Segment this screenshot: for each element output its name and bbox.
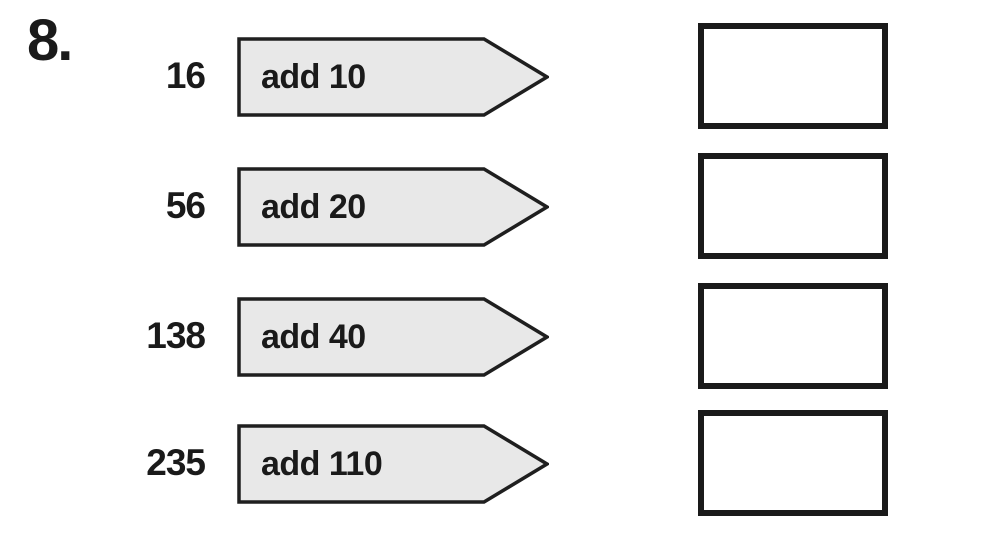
arrow-right-icon <box>237 297 549 377</box>
arrow-right-icon <box>237 167 549 247</box>
operation-label: add 110 <box>261 444 383 483</box>
start-number: 56 <box>165 185 206 226</box>
answer-box[interactable] <box>698 283 888 389</box>
worksheet-row: 235 add 110 <box>0 410 1000 516</box>
answer-box[interactable] <box>698 410 888 516</box>
start-number: 138 <box>146 315 206 356</box>
operation-label: add 40 <box>261 317 366 356</box>
question-number: 8. <box>27 8 73 73</box>
arrow-right-icon <box>237 424 549 504</box>
arrow-right-icon <box>237 37 549 117</box>
worksheet-row: 16 add 10 <box>0 23 1000 129</box>
start-number: 16 <box>165 55 206 96</box>
operation-arrow: add 40 <box>237 297 549 377</box>
operation-arrow: add 10 <box>237 37 549 117</box>
worksheet-row: 56 add 20 <box>0 153 1000 259</box>
operation-arrow: add 110 <box>237 424 549 504</box>
answer-box[interactable] <box>698 23 888 129</box>
operation-arrow: add 20 <box>237 167 549 247</box>
worksheet-row: 138 add 40 <box>0 283 1000 389</box>
operation-label: add 10 <box>261 57 366 96</box>
start-number: 235 <box>146 442 206 483</box>
answer-box[interactable] <box>698 153 888 259</box>
operation-label: add 20 <box>261 187 366 226</box>
